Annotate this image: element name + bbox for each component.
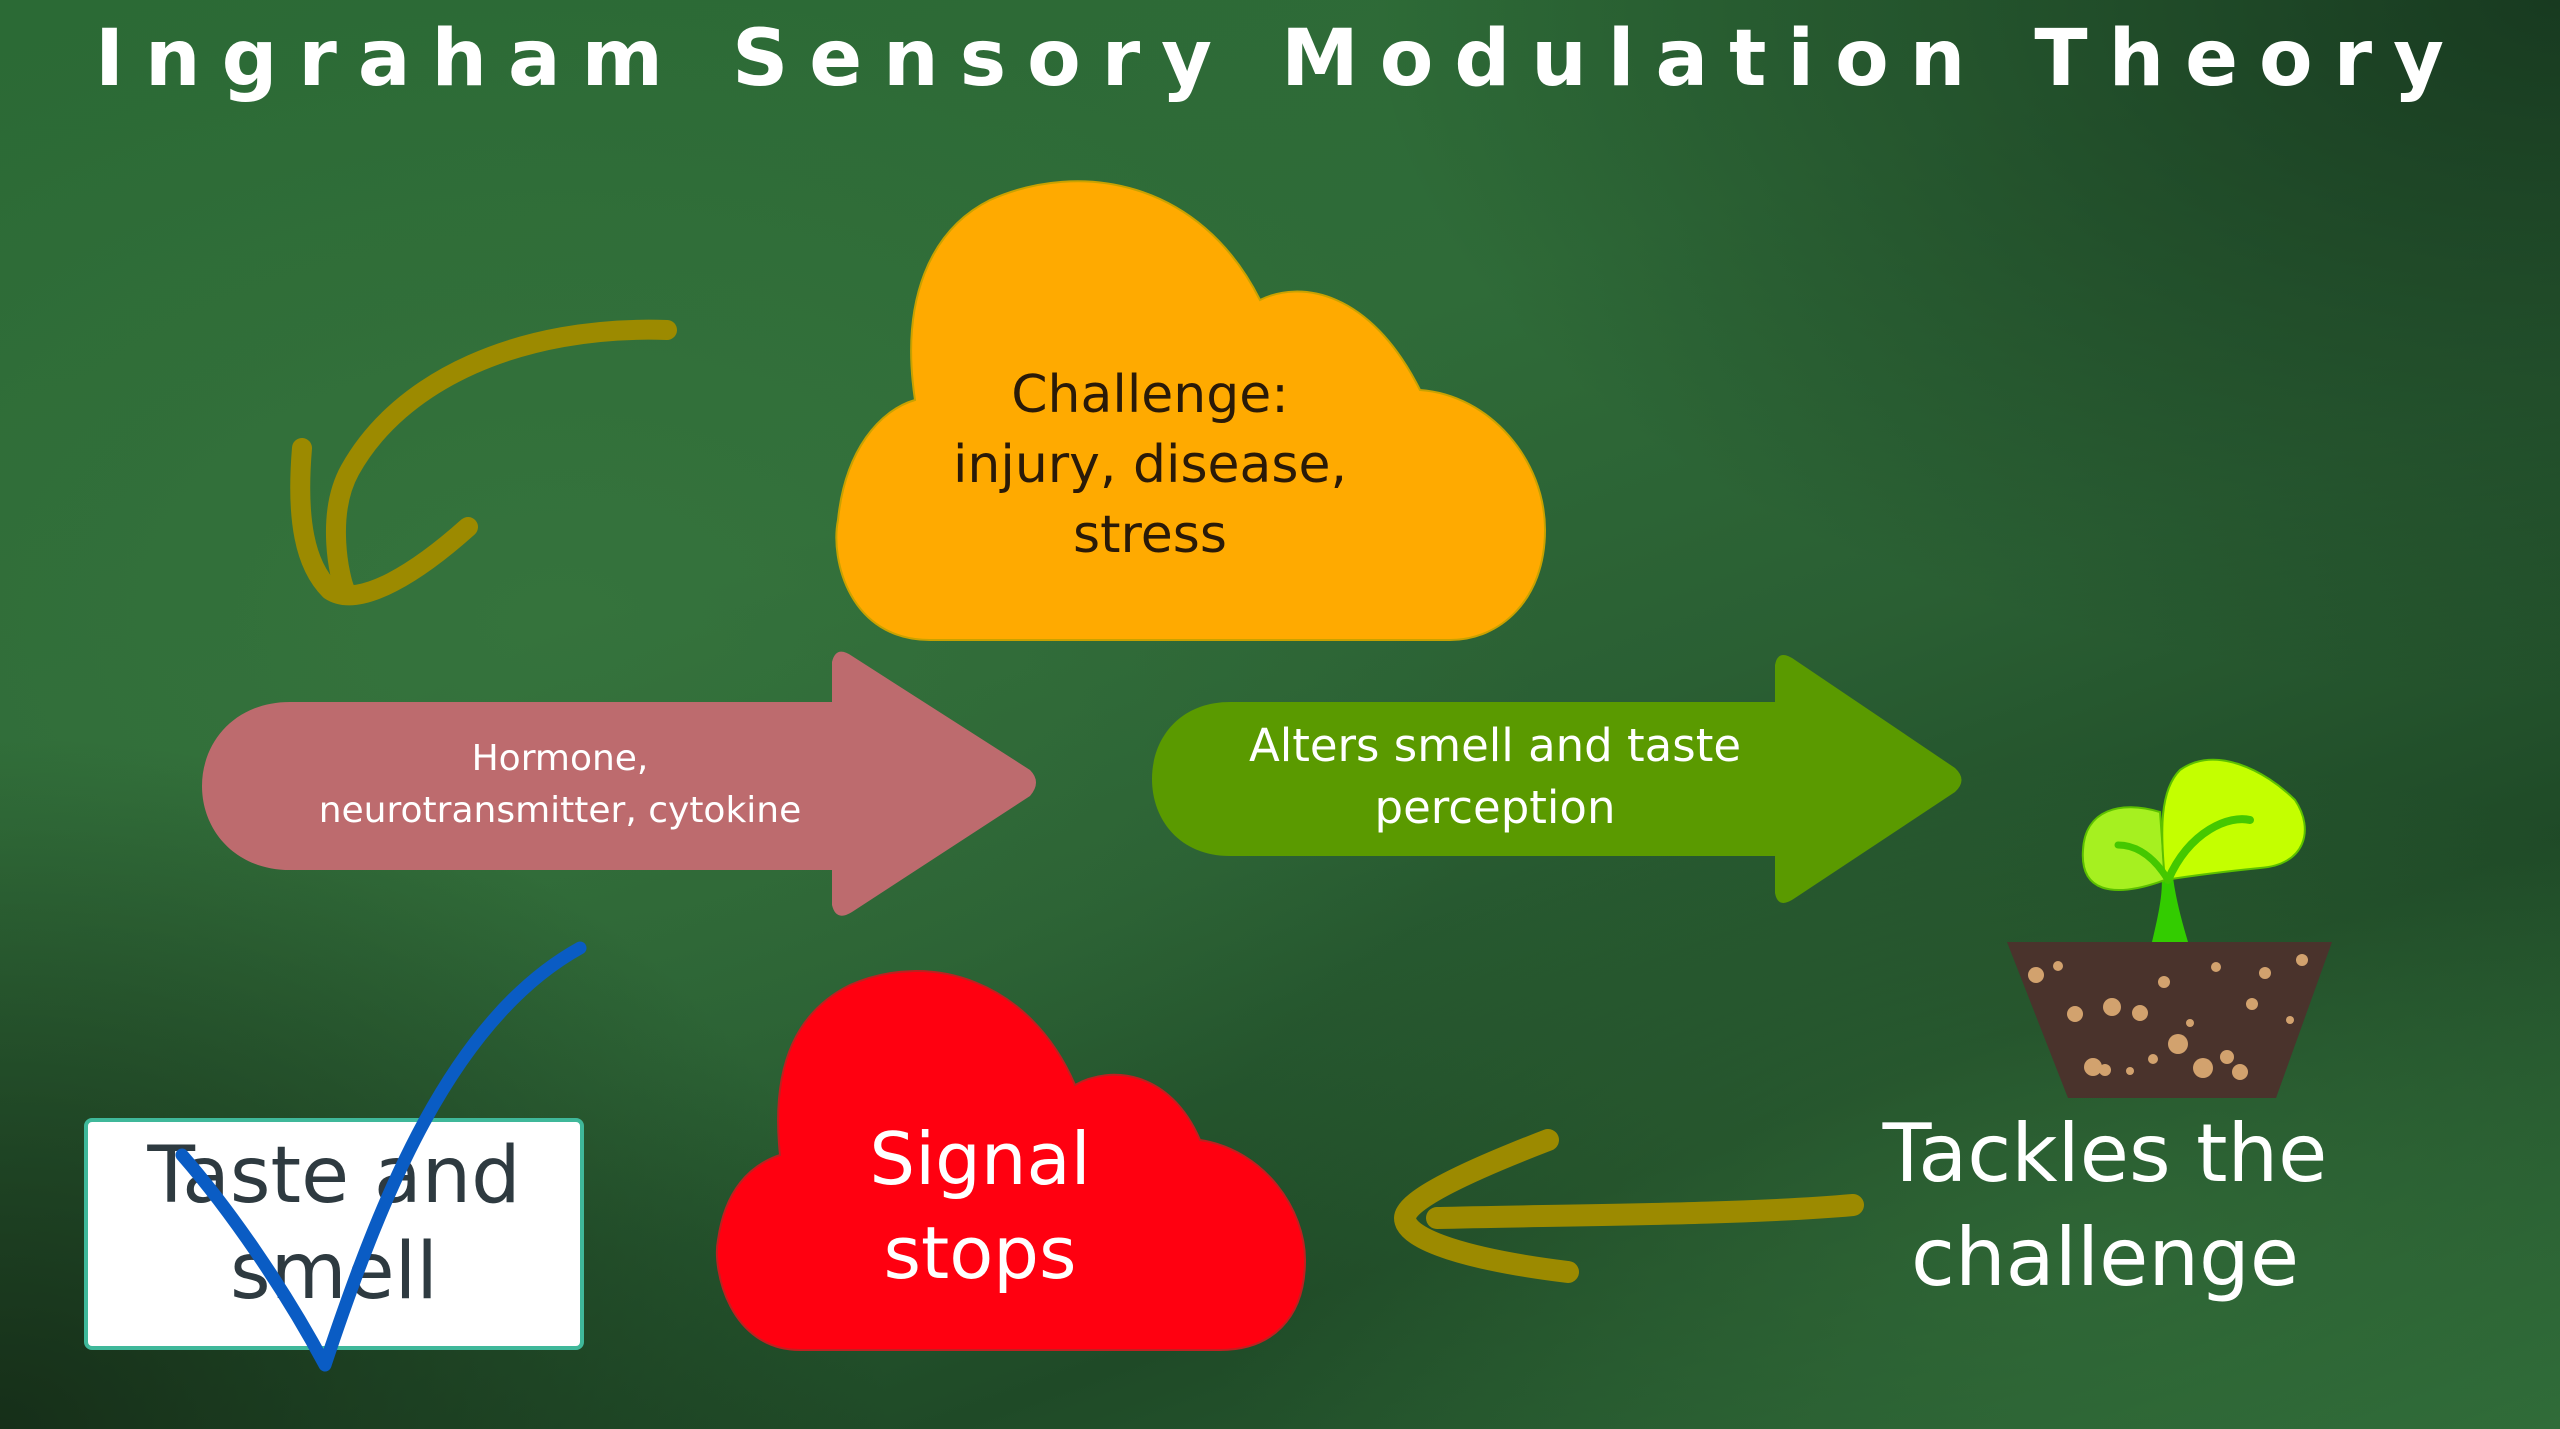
- connector-tackles-to-signal: [1393, 1129, 1864, 1283]
- diagram-title: Ingraham Sensory Modulation Theory: [95, 14, 2465, 104]
- alters-label: Alters smell and taste perception: [1248, 719, 1742, 834]
- alters-arrow: [1152, 655, 1962, 903]
- tackles-label: Tackles the challenge: [1882, 1107, 2328, 1304]
- seedling-pot-icon: [2007, 758, 2332, 1098]
- checkmark-icon: [175, 941, 587, 1372]
- hormone-label: Hormone, neurotransmitter, cytokine: [318, 738, 802, 831]
- connector-challenge-to-hormone: [290, 319, 677, 606]
- hormone-arrow: [202, 651, 1036, 916]
- signal-stops-label: Signal stops: [869, 1117, 1091, 1295]
- signal-stops-cloud: [715, 970, 1307, 1351]
- challenge-cloud: [835, 180, 1547, 641]
- soil-pebbles: [2028, 954, 2308, 1080]
- challenge-label: Challenge: injury, disease, stress: [952, 365, 1348, 565]
